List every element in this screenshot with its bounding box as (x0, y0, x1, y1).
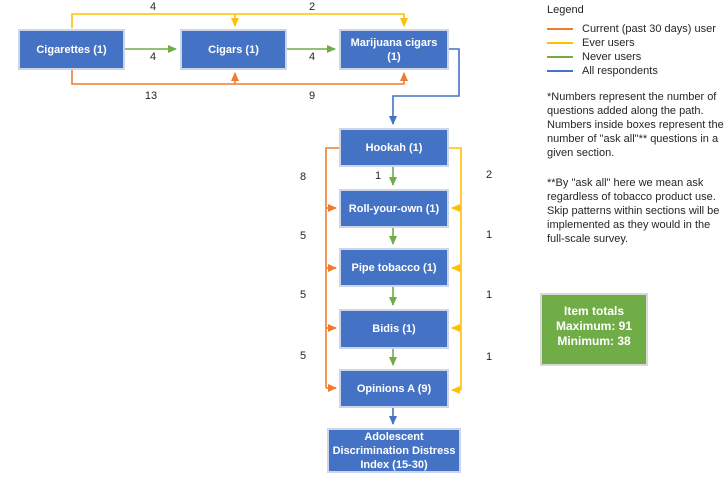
legend-item-current-user: Current (past 30 days) user (547, 22, 725, 36)
edge-label-ever-ryo: 2 (485, 169, 493, 181)
edges-current-users (71, 70, 408, 392)
item-totals-title: Item totals (563, 304, 624, 318)
node-opinions-a: Opinions A (9) (339, 369, 449, 408)
edge-ever-top-rail (71, 13, 408, 28)
edge-ever-right-rail (449, 147, 462, 390)
edge-current-bottom-rail (71, 70, 408, 85)
note-ask-all-explanation: **By "ask all" here we mean ask regardle… (547, 177, 720, 245)
legend-swatch-all-icon (547, 70, 573, 72)
legend-title: Legend (547, 4, 584, 16)
edge-label-never-cigars-mj: 4 (308, 51, 316, 63)
node-pipe-tobacco: Pipe tobacco (1) (339, 248, 449, 287)
legend-swatch-ever-icon (547, 42, 573, 44)
edges-all-respondents (389, 48, 460, 425)
legend-swatch-never-icon (547, 56, 573, 58)
edge-label-ever-pipe: 1 (485, 229, 493, 241)
item-totals-maximum: Maximum: 91 (555, 319, 633, 333)
edge-label-ever-opinions: 1 (485, 351, 493, 363)
legend-swatch-current-icon (547, 28, 573, 30)
edge-label-current-pipe: 5 (299, 230, 307, 242)
item-totals-box: Item totals Maximum: 91 Minimum: 38 (540, 293, 648, 366)
node-roll-your-own: Roll-your-own (1) (339, 189, 449, 228)
node-cigarettes: Cigarettes (1) (18, 29, 125, 70)
node-adolescent-discrimination-distress-index: Adolescent Discrimination Distress Index… (327, 428, 461, 473)
legend-item-never-users: Never users (547, 50, 725, 64)
edge-label-never-hookah-ryo: 1 (374, 170, 382, 182)
edges-ever-users (71, 13, 462, 394)
edge-label-current-ryo: 8 (299, 171, 307, 183)
edge-label-ever-cigars-mj: 2 (308, 1, 316, 13)
note-numbers-explanation: *Numbers represent the number of questio… (547, 91, 724, 159)
legend-item-ever-users: Ever users (547, 36, 725, 50)
edge-label-current-cig-cigars: 13 (144, 90, 158, 102)
node-marijuana-cigars: Marijuana cigars (1) (339, 29, 449, 70)
edge-label-never-cig-cigars: 4 (149, 51, 157, 63)
node-hookah: Hookah (1) (339, 128, 449, 167)
legend-label-all: All respondents (582, 65, 658, 77)
edge-label-current-opinions: 5 (299, 350, 307, 362)
edge-label-ever-cig-cigars: 4 (149, 1, 157, 13)
edge-all-mj-hookah (389, 48, 460, 125)
edge-label-current-cigars-mj: 9 (308, 90, 316, 102)
legend-label-current: Current (past 30 days) user (582, 23, 716, 35)
node-cigars: Cigars (1) (180, 29, 287, 70)
legend-label-ever: Ever users (582, 37, 635, 49)
node-bidis: Bidis (1) (339, 309, 449, 349)
edge-label-current-bidis: 5 (299, 289, 307, 301)
edge-current-left-rail (325, 147, 339, 388)
legend-item-all-respondents: All respondents (547, 64, 725, 78)
legend: Legend Current (past 30 days) user Ever … (547, 3, 725, 78)
edges-never-users (125, 45, 397, 366)
edge-label-ever-bidis: 1 (485, 289, 493, 301)
item-totals-minimum: Minimum: 38 (557, 334, 631, 348)
legend-label-never: Never users (582, 51, 642, 63)
